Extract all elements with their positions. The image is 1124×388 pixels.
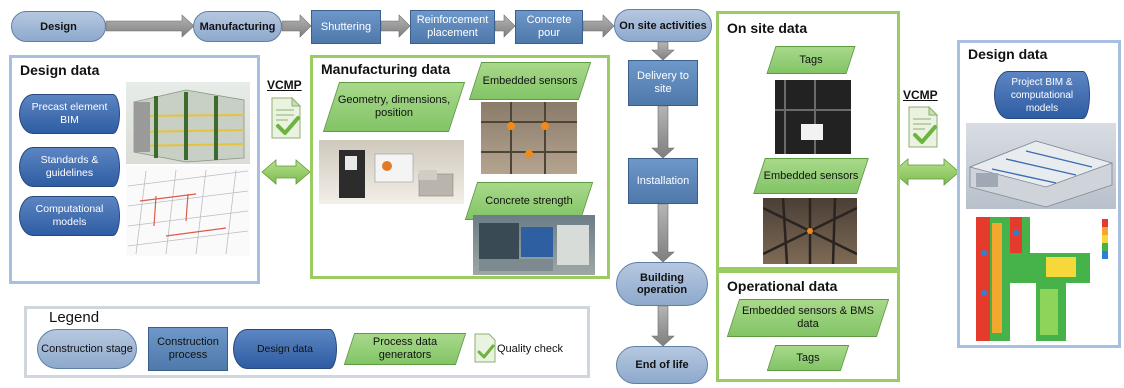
stage-end-of-life: End of life <box>616 346 708 384</box>
generator-label: Concrete strength <box>485 194 573 207</box>
heatmap-model-image <box>970 213 1116 341</box>
process-reinforcement: Reinforcement placement <box>410 10 495 44</box>
legend-generator-label: Process data generators <box>372 336 438 361</box>
design-item-computational: Computational models <box>19 196 120 236</box>
generator-label: Tags <box>796 351 820 364</box>
vcmp-label-right: VCMP <box>903 88 938 102</box>
concrete-strength-image <box>473 215 595 275</box>
arrow-operation-endoflife <box>651 305 675 347</box>
legend-quality-check-icon <box>474 333 496 363</box>
legend-construction-stage: Construction stage <box>37 329 137 369</box>
generator-embedded-sensors-bms: Embedded sensors & BMS data <box>733 299 883 337</box>
vcmp-label-left: VCMP <box>267 78 302 92</box>
design-item-project-bim: Project BIM & computational models <box>994 71 1090 119</box>
arrow-concrete-onsite <box>582 14 615 38</box>
double-arrow-right <box>892 158 960 186</box>
generator-concrete-strength: Concrete strength <box>471 182 587 220</box>
structural-model-image <box>126 166 250 256</box>
arrow-design-manufacturing <box>105 14 195 38</box>
generator-label: Embedded sensors & BMS data <box>741 305 875 330</box>
legend-quality-check-label: Quality check <box>497 343 564 355</box>
panel-title: On site data <box>727 20 808 36</box>
stage-design: Design <box>11 11 106 42</box>
quality-check-icon <box>270 96 302 140</box>
panel-title: Manufacturing data <box>321 61 451 77</box>
legend-box: Legend Construction stage Construction p… <box>24 306 590 378</box>
arrow-shuttering-reinforcement <box>380 14 411 38</box>
arrow-installation-operation <box>651 203 675 263</box>
process-installation: Installation <box>628 158 698 204</box>
panel-title: Design data <box>968 46 1048 62</box>
panel-title: Operational data <box>727 278 838 294</box>
design-item-precast-bim: Precast element BIM <box>19 94 120 134</box>
design-data-panel-left: Design data Precast element BIM Standard… <box>9 55 260 284</box>
legend-construction-process: Construction process <box>148 327 228 371</box>
documentation-image <box>319 140 464 204</box>
project-bim-model-image <box>966 123 1116 209</box>
rebar-sensors-image <box>763 198 857 264</box>
panel-title: Design data <box>20 62 100 78</box>
arrow-manufacturing-shuttering <box>281 14 312 38</box>
legend-process-data-generators: Process data generators <box>349 333 461 365</box>
legend-design-data: Design data <box>233 329 337 369</box>
generator-label: Tags <box>799 53 823 66</box>
embedded-sensors-image <box>481 102 577 174</box>
generator-geometry: Geometry, dimensions, position <box>331 82 457 132</box>
generator-embedded-sensors: Embedded sensors <box>759 158 863 194</box>
design-item-standards: Standards & guidelines <box>19 147 120 187</box>
generator-embedded-sensors: Embedded sensors <box>475 62 585 100</box>
precast-building-image <box>126 82 250 164</box>
double-arrow-left <box>261 159 311 185</box>
generator-tags: Tags <box>771 46 851 74</box>
generator-label: Embedded sensors <box>482 74 578 87</box>
design-data-panel-right: Design data Project BIM & computational … <box>957 40 1121 348</box>
generator-tags: Tags <box>771 345 845 371</box>
legend-title: Legend <box>49 309 100 326</box>
arrow-onsite-delivery <box>651 41 675 61</box>
manufacturing-data-panel: Manufacturing data Geometry, dimensions,… <box>310 55 610 279</box>
generator-label: Embedded sensors <box>763 169 859 182</box>
arrow-delivery-installation <box>651 105 675 159</box>
stage-on-site: On site activities <box>614 9 712 42</box>
process-concrete-pour: Concrete pour <box>515 10 583 44</box>
on-site-data-panel: On site data Tags Embedded sensors <box>716 11 900 270</box>
generator-label: Geometry, dimensions, position <box>337 94 451 119</box>
tags-image <box>775 80 851 154</box>
process-delivery: Delivery to site <box>628 60 698 106</box>
stage-manufacturing: Manufacturing <box>193 11 282 42</box>
operational-data-panel: Operational data Embedded sensors & BMS … <box>716 270 900 382</box>
process-shuttering: Shuttering <box>311 10 381 44</box>
arrow-reinforcement-concrete <box>494 14 516 38</box>
stage-building-operation: Building operation <box>616 262 708 306</box>
quality-check-icon <box>907 105 939 149</box>
